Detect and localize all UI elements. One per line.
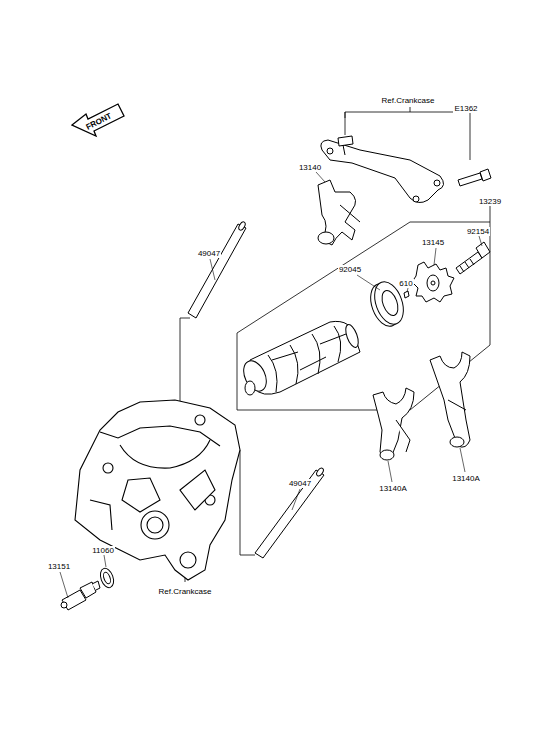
fork-shaft [255, 467, 325, 558]
callout-number: 13140A [378, 484, 408, 493]
callout-number: 610 [398, 279, 413, 288]
drawing-code: E1362 [453, 104, 478, 113]
callout-number: 13140 [298, 163, 322, 172]
drum-cam [412, 262, 454, 302]
dowel-pin [404, 291, 409, 298]
shift-fork [373, 388, 414, 460]
crankcase [75, 400, 240, 580]
callout-number: 49047 [288, 479, 312, 488]
fork-shaft [188, 221, 246, 318]
neutral-switch [61, 581, 100, 610]
reference-label: Ref.Crankcase [381, 96, 436, 105]
reference-label: Ref.Crankcase [158, 587, 213, 596]
callout-number: 13145 [421, 238, 445, 247]
front-arrow [72, 104, 124, 136]
shift-drum [239, 321, 361, 395]
callout-number: 13151 [47, 562, 71, 571]
shift-fork [430, 352, 470, 447]
leader-lines [60, 172, 482, 598]
shift-fork [318, 180, 360, 245]
callout-number: 13239 [478, 197, 502, 206]
bolt [456, 242, 490, 274]
callout-number: 13140A [451, 474, 481, 483]
callout-number: 92154 [466, 227, 490, 236]
callout-number: 49047 [197, 249, 221, 258]
callout-number: 92045 [338, 265, 362, 274]
washer [98, 567, 116, 590]
callout-number: 11060 [91, 546, 115, 555]
